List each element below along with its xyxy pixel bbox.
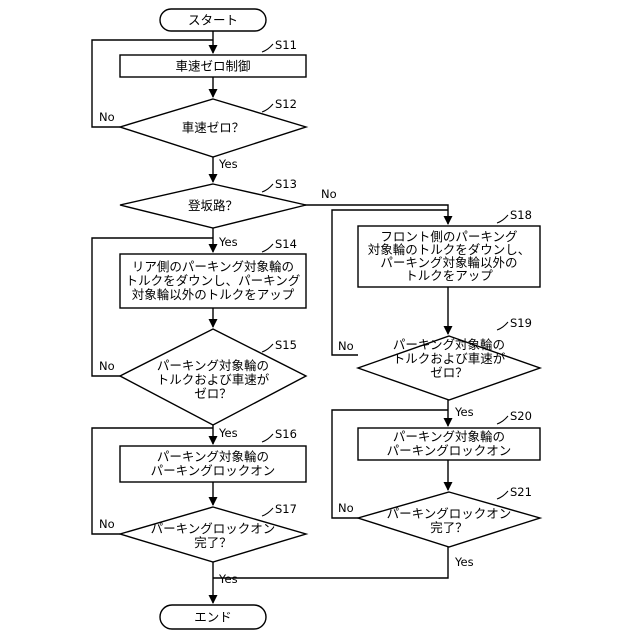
s14-leader <box>262 244 273 252</box>
s13-leader <box>262 184 273 192</box>
s20-id: S20 <box>510 409 532 423</box>
step-s11: 車速ゼロ制御 <box>120 55 306 77</box>
s21-text-0: パーキングロックオン <box>387 506 512 521</box>
step-s20: パーキング対象輪の パーキングロックオン <box>358 428 540 460</box>
s14-text-1: トルクをダウンし、パーキング <box>126 273 301 288</box>
end-label: エンド <box>194 610 232 625</box>
s12-leader <box>262 104 273 112</box>
s14-id: S14 <box>275 237 297 251</box>
s19-text-2: ゼロ？ <box>430 365 468 380</box>
s21-yes-label: Yes <box>454 555 474 569</box>
s17-text-1: 完了？ <box>194 535 232 550</box>
s12-yes-label: Yes <box>218 157 238 171</box>
s14-text-2: 対象輪以外のトルクをアップ <box>132 287 295 302</box>
s19-text-0: パーキング対象輪の <box>393 337 505 352</box>
s12-no-label: No <box>99 110 115 124</box>
s11-text-0: 車速ゼロ制御 <box>175 59 250 74</box>
s19-yes-label: Yes <box>454 405 474 419</box>
s19-leader <box>497 322 508 330</box>
s16-text-0: パーキング対象輪の <box>157 449 269 464</box>
s13-no-label: No <box>321 187 337 201</box>
s18-id: S18 <box>510 208 532 222</box>
start-terminal: スタート <box>160 9 266 31</box>
s21-leader <box>497 491 508 499</box>
s17-id: S17 <box>275 502 297 516</box>
s16-id: S16 <box>275 427 297 441</box>
s15-id: S15 <box>275 338 297 352</box>
step-s21: パーキングロックオン 完了？ <box>358 492 540 547</box>
s15-text-2: ゼロ？ <box>194 386 232 401</box>
s16-text-1: パーキングロックオン <box>151 463 276 478</box>
s19-id: S19 <box>510 316 532 330</box>
s12-id: S12 <box>275 97 297 111</box>
s21-id: S21 <box>510 485 532 499</box>
s18-leader <box>497 215 508 223</box>
s12-text-0: 車速ゼロ？ <box>182 120 245 135</box>
s17-leader <box>262 508 273 516</box>
start-label: スタート <box>188 13 238 28</box>
s15-leader <box>262 344 273 352</box>
s15-text-0: パーキング対象輪の <box>157 358 269 373</box>
s19-no-label: No <box>338 339 354 353</box>
s18-text-3: トルクをアップ <box>405 268 493 283</box>
s14-text-0: リア側のパーキング対象輪の <box>132 259 294 274</box>
s13-text-0: 登坂路？ <box>188 198 238 213</box>
s20-text-1: パーキングロックオン <box>387 443 512 458</box>
s17-yes-label: Yes <box>218 572 238 586</box>
s17-text-0: パーキングロックオン <box>151 521 276 536</box>
s21-no-label: No <box>338 501 354 515</box>
flow-s13-no <box>305 205 448 224</box>
s21-text-1: 完了？ <box>430 520 468 535</box>
s15-no-label: No <box>99 359 115 373</box>
s15-text-1: トルクおよび車速が <box>157 372 270 387</box>
s19-text-1: トルクおよび車速が <box>393 351 506 366</box>
s11-id: S11 <box>275 38 297 52</box>
s16-leader <box>262 434 273 442</box>
s13-yes-label: Yes <box>218 235 238 249</box>
s11-leader <box>262 44 273 52</box>
s20-text-0: パーキング対象輪の <box>393 429 505 444</box>
step-s16: パーキング対象輪の パーキングロックオン <box>120 446 306 482</box>
end-terminal: エンド <box>160 605 266 629</box>
step-s19: パーキング対象輪の トルクおよび車速が ゼロ？ <box>358 336 540 400</box>
step-s18: フロント側のパーキング 対象輪のトルクをダウンし、 パーキング対象輪以外の トル… <box>358 226 540 287</box>
s15-yes-label: Yes <box>218 426 238 440</box>
step-s14: リア側のパーキング対象輪の トルクをダウンし、パーキング 対象輪以外のトルクをア… <box>120 254 306 308</box>
s13-id: S13 <box>275 177 297 191</box>
s20-leader <box>497 416 508 424</box>
s17-no-label: No <box>99 517 115 531</box>
